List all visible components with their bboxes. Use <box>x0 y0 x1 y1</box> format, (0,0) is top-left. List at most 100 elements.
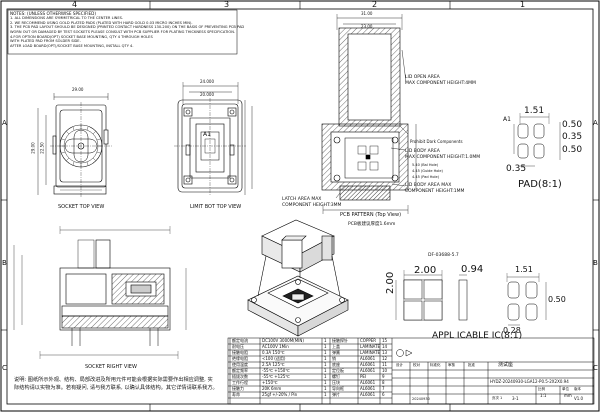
zone-letter: C <box>2 364 7 372</box>
dim-label: 31.00 <box>361 11 373 16</box>
limit-bot-view-label: LIMIT BOT TOP VIEW <box>190 204 242 210</box>
note-line: 3. THE PCB PAD LAYOUT SHOULD BE DESIGNED… <box>10 25 245 30</box>
a1-marker-pad: A1 <box>503 116 511 123</box>
dim-label: 29.00 <box>30 142 36 154</box>
bom-cell: AL6061 <box>360 356 376 361</box>
latch-area-label: LATCH AREA MAX <box>282 197 322 202</box>
pad-dim: 1.51 <box>524 106 545 116</box>
tb-header: 批准 <box>468 363 475 367</box>
spec-value: 25gf +/-20% / Pin <box>262 392 298 397</box>
bom-cell: 上盖 <box>332 344 340 349</box>
bom-cell: 1 <box>324 362 327 367</box>
max-height-4-label: MAX COMPONENT HEIGHT:4MM <box>405 81 476 86</box>
note-line: WITH PLATED PAD FROM SOLDER SIDE. <box>10 39 81 44</box>
bom-cell: 定位板 <box>332 368 344 373</box>
note-line: WORN OUT OR DAMAGED BY TEST SOCKETS PLEA… <box>10 29 236 34</box>
dim-label: 20.000 <box>200 92 214 97</box>
notes-box <box>7 9 238 55</box>
tb-header: 标准化 <box>430 363 441 367</box>
max-height-1-label: MAX COMPONENT HEIGHT:1.0MM <box>405 155 481 160</box>
unit-label: 单位 <box>562 387 569 391</box>
spec-value: <100 (适用) <box>262 356 286 361</box>
spec-value: AC100V 1Min <box>262 344 289 349</box>
date-value: 20240930 <box>412 397 430 401</box>
notes-block: NOTES: (UNLESS OTHERWISE SPECIFIED) 1. A… <box>10 11 245 48</box>
pad-dim: 0.35 <box>506 164 527 174</box>
title-block <box>227 337 595 405</box>
spec-name: 工作行程 <box>232 380 248 385</box>
bom-cell: 1 <box>324 380 327 385</box>
spec-name: 接触力 <box>232 386 244 391</box>
tb-header: 审核 <box>448 363 455 367</box>
bom-cell: 1 <box>324 368 327 373</box>
spec-name: 绝缘电阻 <box>232 356 248 361</box>
spec-name: 插拔次数 <box>232 374 248 379</box>
spec-name: 耐电压 <box>232 344 244 349</box>
bom-cell: 螺钉 <box>332 374 340 379</box>
socket-top-view <box>37 93 112 198</box>
bom-cell: 15 <box>382 338 388 343</box>
bom-cell: 压块 <box>332 380 340 385</box>
bom-cell: 1 <box>324 392 327 397</box>
pad-dim: 0.50 <box>562 120 583 130</box>
unit-value: mm <box>564 393 572 398</box>
scale-value: 1:1 <box>540 393 547 398</box>
note-line: 1. ALL DIMENSIONS ARE SYMMETRICAL TO THE… <box>10 16 124 21</box>
bom-cell: PEI <box>360 374 367 379</box>
footer-note-line: 际结构请以实物为准。若有疑问, 请与我方联系, 以确认具体结构。其它详情请联系我… <box>14 385 218 391</box>
bom-cell: 1 <box>324 374 327 379</box>
dim-label: 4.45 (Pad Hole) <box>412 175 439 179</box>
bom-cell: 8 <box>382 380 385 385</box>
tb-header: 校对 <box>413 363 420 367</box>
bom-cell: 10 <box>382 368 388 373</box>
bom-cell: AL6061 <box>360 380 376 385</box>
zone-number: 4 <box>72 0 78 9</box>
bom-cell: COPPER <box>360 338 377 343</box>
pad-detail-view <box>513 113 561 167</box>
socket-3d-view <box>247 219 349 337</box>
spec-name: 寿命 <box>232 392 240 397</box>
footer-note-line: 说明: 图纸所示外观、结构、局部改进及所用元件可能会根据实际需要作出相应调整, … <box>14 377 213 383</box>
ic-dim: 1.51 <box>515 265 533 274</box>
bom-cell: 1 <box>324 386 327 391</box>
spec-value: 20K 6mm <box>262 386 282 391</box>
note-line: AFTER LOAD BOARD(OPT)/SOCKET BASE MOUNTI… <box>10 43 134 48</box>
dim-label: 22.50 <box>39 142 45 154</box>
zone-number: 2 <box>372 0 378 9</box>
note-line: 2. WE RECOMMEND USING GOLD PLATED PADS (… <box>10 20 193 25</box>
zone-letter: C <box>593 364 598 372</box>
spec-name: 额定电流 <box>232 338 248 343</box>
pcb-pattern-view <box>321 14 417 214</box>
zone-letter: B <box>593 259 598 267</box>
socket-top-view-label: SOCKET TOP VIEW <box>58 204 105 210</box>
applicable-ic-label: APPL ICABLE IC(8:1) <box>432 331 523 341</box>
pcb-thickness-label: PCB板建议厚度1.6mm <box>348 222 396 227</box>
spec-name: 额定频率 <box>232 368 248 373</box>
ic-dim: 2.00 <box>385 271 396 294</box>
zone-letter: A <box>2 119 7 127</box>
rev-value: V1.0 <box>574 396 584 401</box>
bom-cell: 1 <box>324 338 327 343</box>
tb-header: 设计 <box>396 363 403 367</box>
sheet-qty: 3-1 <box>512 396 519 401</box>
bom-cell: 13 <box>382 350 388 355</box>
bom-cell: 7 <box>382 386 385 391</box>
bom-cell: 9 <box>382 374 385 379</box>
bom-cell: LAMINATE <box>360 344 381 349</box>
drawing-number: HYDZ-20240930-LGA12-P0.5-2X2X0.94 <box>490 379 569 384</box>
spec-value: 2.5A 125℃ <box>262 362 285 367</box>
a1-marker-limit: A1 <box>203 131 211 138</box>
ic-dim: 2.00 <box>414 265 437 276</box>
dim-label: 5.40 (Bal Hole) <box>412 163 439 167</box>
bom-cell: 接触探针 <box>332 338 348 343</box>
scale-label: 比例 <box>538 387 545 391</box>
dim-label: 29.00 <box>72 87 84 92</box>
spec-value: 0.3A 150℃ <box>262 350 285 355</box>
lid-body-max-label: LID BODY AREA MAX <box>405 183 452 188</box>
pad-dim: 0.35 <box>562 132 583 142</box>
lid-open-area-label: LID OPEN AREA <box>405 75 440 80</box>
pcb-pattern-label: PCB PATTERN (Top View) <box>340 212 402 218</box>
bom-cell: 14 <box>382 344 388 349</box>
